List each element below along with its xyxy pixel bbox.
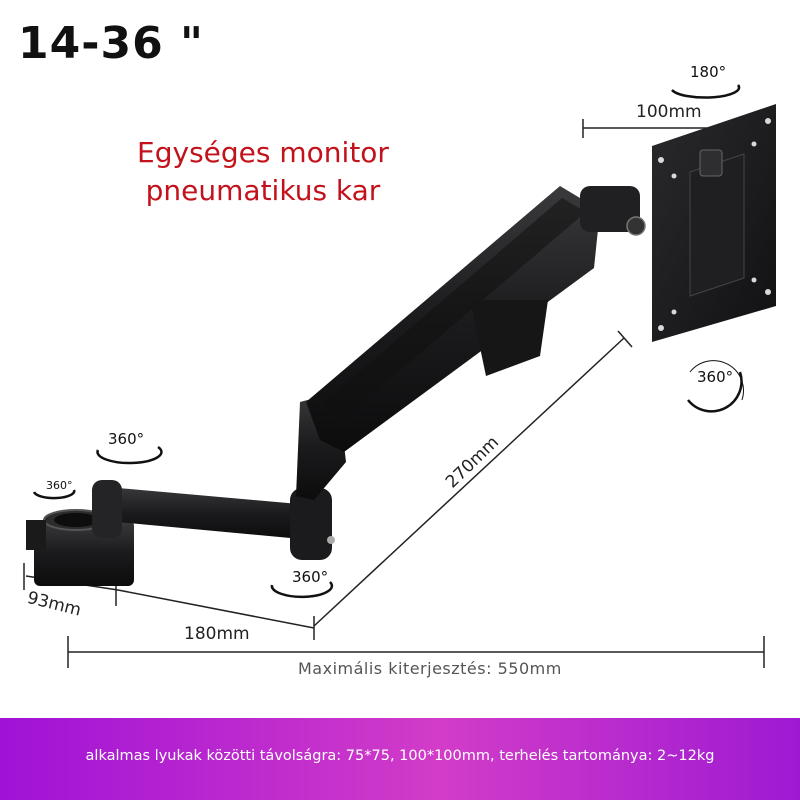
product-subtitle: Egységes monitor pneumatikus kar — [118, 134, 408, 210]
upper-gas-arm — [306, 186, 646, 452]
subtitle-line-1: Egységes monitor — [137, 136, 389, 169]
elbow-bottom-rotation-label: 360° — [292, 568, 329, 586]
rotation-arrows — [32, 84, 744, 599]
vesa-plate — [652, 104, 776, 342]
plate-tilt-label: 180° — [690, 63, 727, 81]
base-rotation-label: 360° — [46, 479, 73, 492]
max-extension-label: Maximális kiterjesztés: 550mm — [298, 659, 562, 678]
lower-arm-length-label: 180mm — [184, 624, 250, 644]
size-range-title: 14-36 " — [18, 18, 204, 69]
spec-banner: alkalmas lyukak közötti távolságra: 75*7… — [0, 718, 800, 800]
vesa-width-label: 100mm — [636, 102, 702, 122]
subtitle-line-2: pneumatikus kar — [145, 174, 381, 207]
spec-text: alkalmas lyukak közötti távolságra: 75*7… — [85, 748, 715, 764]
lower-arm — [92, 480, 335, 560]
elbow-top-rotation-label: 360° — [108, 430, 145, 448]
plate-swivel-label: 360° — [697, 368, 734, 386]
